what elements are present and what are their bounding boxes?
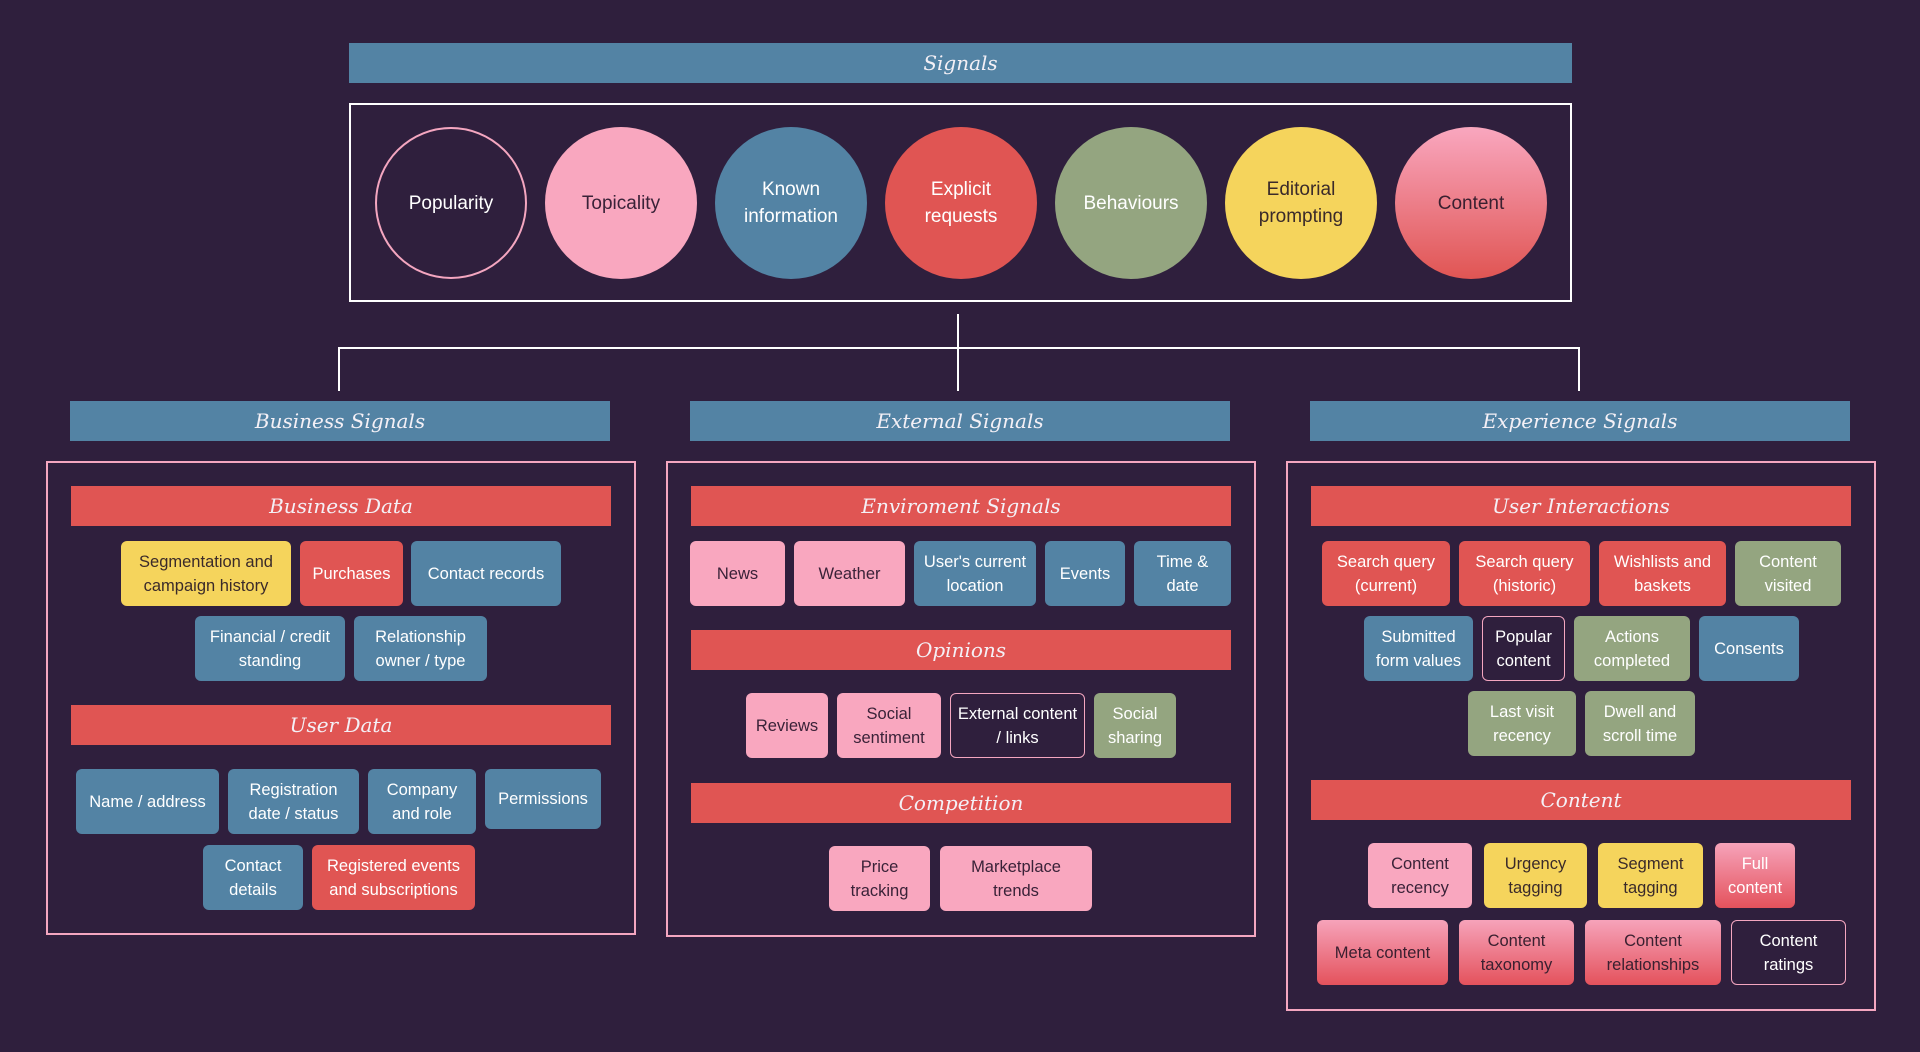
tag-dwell-scroll-time: Dwell and scroll time — [1585, 691, 1695, 756]
connector-horizontal — [338, 347, 1580, 349]
tag-search-historic: Search query (historic) — [1459, 541, 1590, 606]
experience-signals-header: Experience Signals — [1310, 401, 1850, 441]
external-signals-box — [666, 461, 1256, 937]
user-data-header: User Data — [71, 705, 611, 745]
tag-urgency-tagging: Urgency tagging — [1484, 843, 1587, 908]
connector-left — [338, 347, 340, 391]
tag-contact-details: Contact details — [203, 845, 303, 910]
tag-consents: Consents — [1699, 616, 1799, 681]
tag-marketplace-trends: Marketplace trends — [940, 846, 1092, 911]
tag-content-relationships: Content relationships — [1585, 920, 1721, 985]
opinions-header: Opinions — [691, 630, 1231, 670]
tag-search-current: Search query (current) — [1322, 541, 1450, 606]
connector-right — [1578, 347, 1580, 391]
tag-last-visit-recency: Last visit recency — [1468, 691, 1576, 756]
tag-reviews: Reviews — [746, 693, 828, 758]
tag-full-content: Full content — [1715, 843, 1795, 908]
environment-signals-header: Enviroment Signals — [691, 486, 1231, 526]
tag-news: News — [690, 541, 785, 606]
tag-registered-events: Registered events and subscriptions — [312, 845, 475, 910]
tag-financial-standing: Financial / credit standing — [195, 616, 345, 681]
circle-topicality: Topicality — [545, 127, 697, 279]
circle-behaviours: Behaviours — [1055, 127, 1207, 279]
tag-social-sharing: Social sharing — [1094, 693, 1176, 758]
tag-submitted-form-values: Submitted form values — [1364, 616, 1473, 681]
tag-actions-completed: Actions completed — [1574, 616, 1690, 681]
business-signals-header: Business Signals — [70, 401, 610, 441]
signal-types-box — [349, 103, 1572, 302]
tag-registration-date: Registration date / status — [228, 769, 359, 834]
tag-company-role: Company and role — [368, 769, 476, 834]
tag-popular-content: Popular content — [1482, 616, 1565, 681]
tag-content-taxonomy: Content taxonomy — [1459, 920, 1574, 985]
tag-segmentation-history: Segmentation and campaign history — [121, 541, 291, 606]
tag-external-content: External content / links — [950, 693, 1085, 758]
signals-title-bar: Signals — [349, 43, 1572, 83]
circle-explicit-requests: Explicit requests — [885, 127, 1037, 279]
tag-content-ratings: Content ratings — [1731, 920, 1846, 985]
connector-vertical-main — [957, 314, 959, 391]
business-signals-box — [46, 461, 636, 935]
tag-permissions: Permissions — [485, 769, 601, 829]
tag-weather: Weather — [794, 541, 905, 606]
user-interactions-header: User Interactions — [1311, 486, 1851, 526]
external-signals-header: External Signals — [690, 401, 1230, 441]
tag-content-visited: Content visited — [1735, 541, 1841, 606]
circle-popularity: Popularity — [375, 127, 527, 279]
tag-relationship-owner: Relationship owner / type — [354, 616, 487, 681]
tag-wishlists-baskets: Wishlists and baskets — [1599, 541, 1726, 606]
circle-known-information: Known information — [715, 127, 867, 279]
tag-meta-content: Meta content — [1317, 920, 1448, 985]
tag-events: Events — [1045, 541, 1125, 606]
circle-editorial-prompting: Editorial prompting — [1225, 127, 1377, 279]
tag-time-date: Time & date — [1134, 541, 1231, 606]
circle-content: Content — [1395, 127, 1547, 279]
tag-segment-tagging: Segment tagging — [1598, 843, 1703, 908]
tag-name-address: Name / address — [76, 769, 219, 834]
competition-header: Competition — [691, 783, 1231, 823]
tag-social-sentiment: Social sentiment — [837, 693, 941, 758]
tag-contact-records: Contact records — [411, 541, 561, 606]
content-header: Content — [1311, 780, 1851, 820]
tag-user-location: User's current location — [914, 541, 1036, 606]
experience-signals-box — [1286, 461, 1876, 1011]
tag-price-tracking: Price tracking — [829, 846, 930, 911]
business-data-header: Business Data — [71, 486, 611, 526]
tag-content-recency: Content recency — [1368, 843, 1472, 908]
tag-purchases: Purchases — [300, 541, 403, 606]
